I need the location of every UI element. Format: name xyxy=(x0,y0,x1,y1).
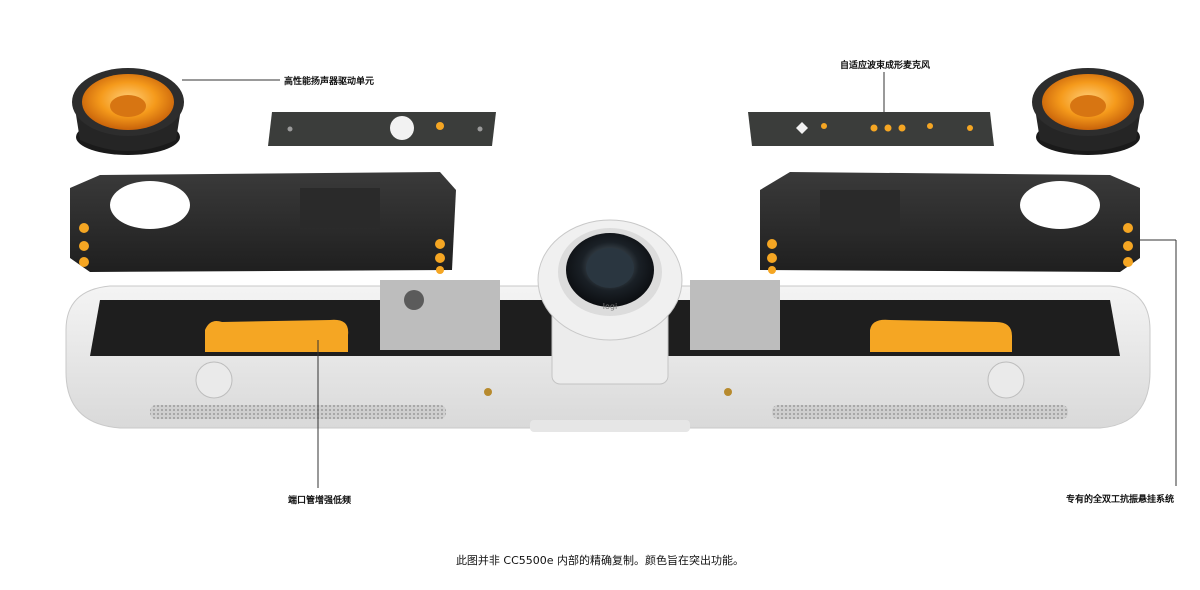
left-speaker-frame xyxy=(70,172,456,274)
left-speaker-driver xyxy=(72,68,184,155)
camera-logo: logi xyxy=(603,302,617,311)
camera-module: logi xyxy=(537,219,683,385)
inner-chassis xyxy=(380,280,780,350)
callout-driver: 高性能扬声器驱动单元 xyxy=(284,77,375,87)
right-speaker-driver xyxy=(1032,68,1144,155)
callout-anti-vibration: 专有的全双工抗振悬挂系统 xyxy=(1066,495,1175,505)
callout-bass-port: 端口管增强低频 xyxy=(288,496,352,506)
right-speaker-frame xyxy=(760,172,1140,274)
right-pcb-board xyxy=(748,112,994,146)
right-bass-port xyxy=(870,319,1012,352)
callout-mics: 自适应波束成形麦克风 xyxy=(840,61,931,71)
left-bass-port xyxy=(205,319,349,352)
callout-lines xyxy=(182,72,1177,488)
disclaimer-caption: 此图并非 CC5500e 内部的精确复制。颜色旨在突出功能。 xyxy=(455,554,745,567)
left-pcb-board xyxy=(268,112,496,146)
